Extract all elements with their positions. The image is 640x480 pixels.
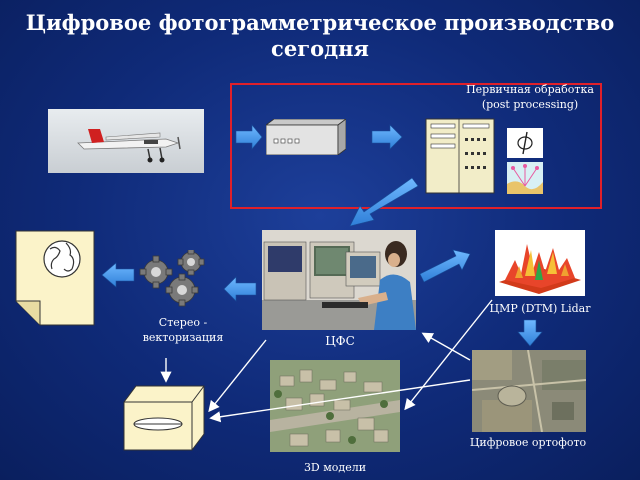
server-tower-icon — [425, 118, 497, 194]
arrow-workstation-to-dem — [419, 249, 471, 283]
arrow-ortho-to-workstation — [421, 332, 471, 361]
airplane-image — [48, 109, 204, 173]
map-document-icon — [14, 229, 98, 327]
storage-device-icon — [264, 118, 348, 156]
arrow-workstation-to-drive — [208, 339, 267, 413]
stereo-label-line2: векторизация — [142, 330, 224, 344]
workstation-image — [262, 230, 416, 330]
arrow-dem-to-3d — [404, 299, 493, 411]
processing-symbol-icon — [507, 128, 543, 158]
stereo-vectorization-label: Стерео - векторизация — [130, 316, 236, 346]
post-processing-label-line1: Первичная обработка — [466, 83, 594, 96]
post-processing-label: Первичная обработка (post processing) — [460, 83, 600, 113]
arrow-workstation-to-gears — [223, 276, 257, 302]
dem-image — [495, 230, 585, 296]
arrow-dem-to-ortho — [517, 319, 543, 347]
slide-title: Цифровое фотограмметрическое производств… — [25, 10, 615, 62]
gears-icon — [136, 248, 212, 308]
dps-label: ЦФС — [325, 334, 355, 348]
post-processing-frame — [230, 83, 602, 209]
post-processing-label-line2: (post processing) — [481, 97, 579, 111]
trajectory-tile-icon — [507, 162, 543, 194]
stereo-label-line1: Стерео - — [158, 316, 208, 329]
output-drive-icon — [122, 384, 206, 454]
arrow-plane-to-device — [235, 124, 263, 150]
3d-models-label: 3D модели — [303, 461, 367, 474]
arrow-device-to-server — [371, 124, 403, 150]
arrow-ortho-to-drive — [209, 379, 471, 423]
arrow-gears-to-document — [101, 262, 135, 288]
dem-label: ЦМР (DTM) Lidar — [489, 302, 591, 315]
orthophoto-label: Цифровое ортофото — [469, 436, 587, 449]
orthophoto-image — [471, 349, 587, 433]
arrow-processing-to-workstation — [349, 177, 419, 227]
